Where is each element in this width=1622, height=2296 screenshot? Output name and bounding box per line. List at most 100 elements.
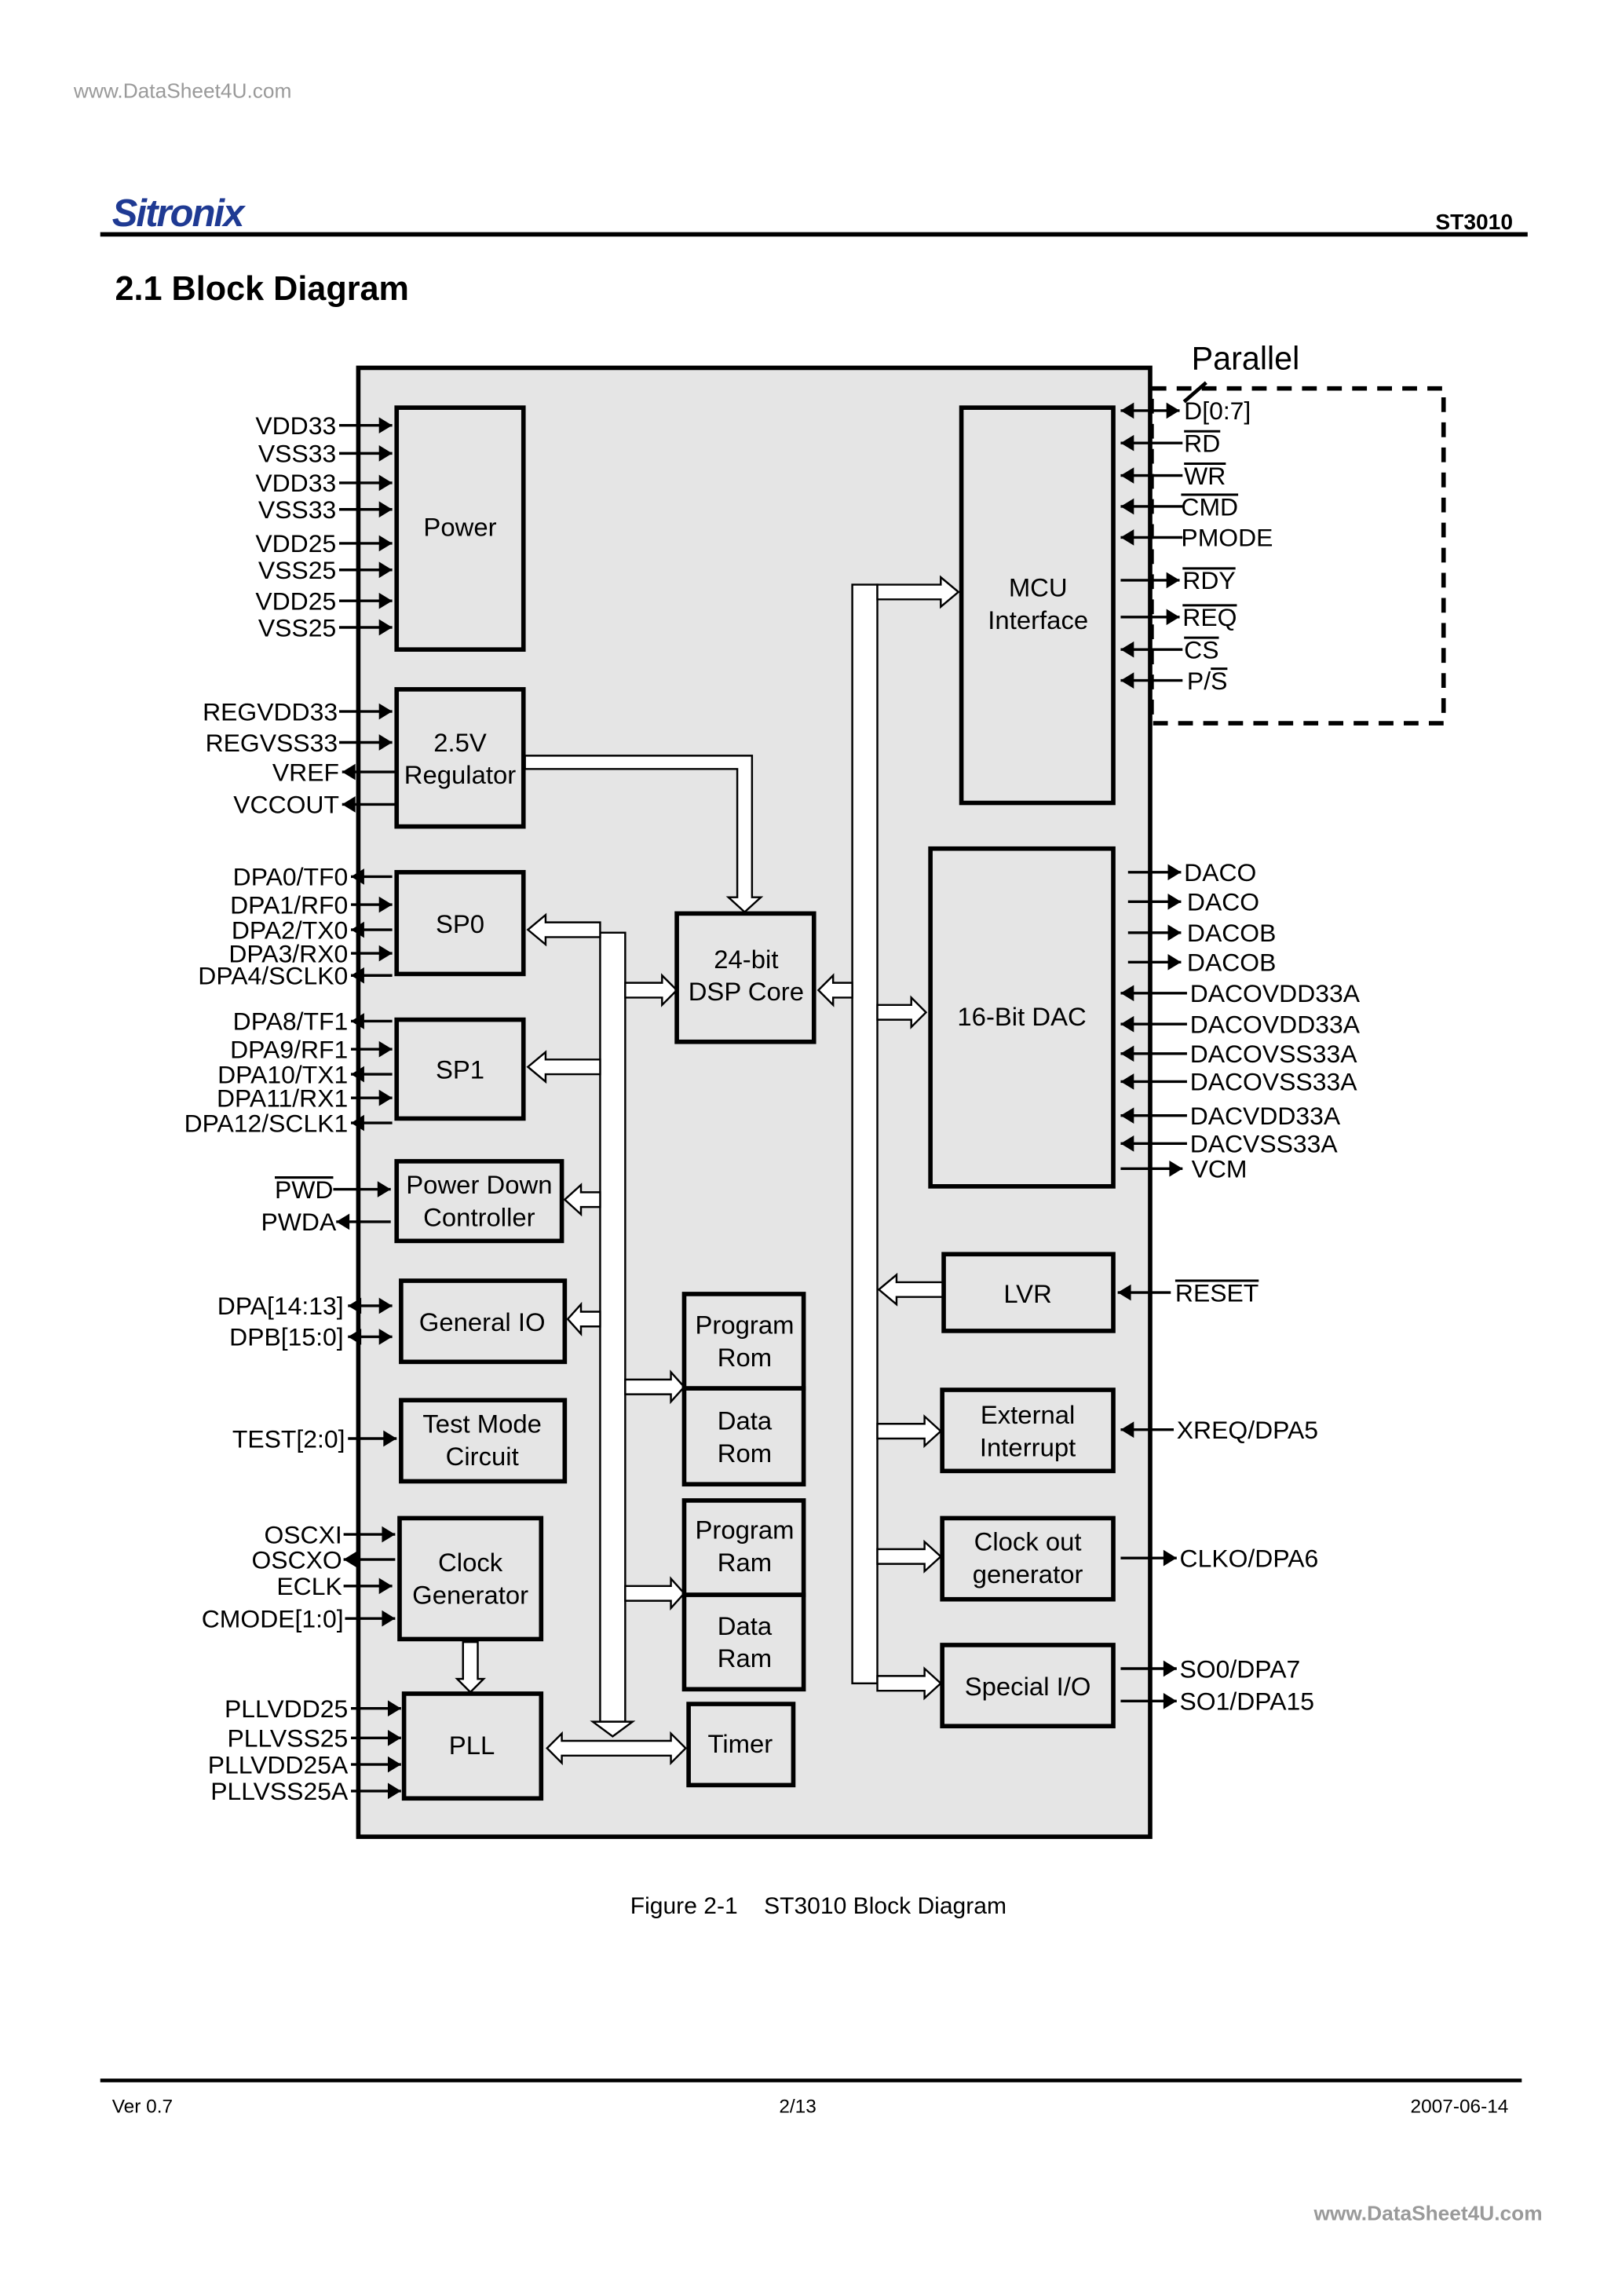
block-mcu-line2: Interface bbox=[988, 605, 1088, 634]
pin-label: REGVSS33 bbox=[206, 729, 338, 757]
pin-label: DPA1/RF0 bbox=[230, 890, 348, 919]
block-power-down-line2: Controller bbox=[423, 1203, 535, 1232]
pin-label: DPA10/TX1 bbox=[217, 1060, 348, 1088]
pin-label: VDD33 bbox=[255, 411, 336, 440]
arrow-out-icon bbox=[1166, 572, 1180, 589]
arrow-in-icon bbox=[378, 1578, 393, 1595]
pin-label: VSS33 bbox=[258, 440, 336, 468]
pin-right-22: CLKO/DPA6 bbox=[1120, 1544, 1318, 1572]
block-dsp-line2: DSP Core bbox=[689, 977, 804, 1006]
block-sp1: SP1 bbox=[394, 1017, 526, 1121]
parallel-interface-group bbox=[1149, 386, 1446, 726]
pin-label: DPB[15:0] bbox=[229, 1323, 343, 1351]
block-sp0: SP0 bbox=[394, 869, 526, 977]
arrow-in-icon bbox=[378, 896, 393, 913]
pin-label: XREQ/DPA5 bbox=[1177, 1416, 1318, 1444]
pin-left-27: OSCXI bbox=[264, 1520, 396, 1548]
pin-label: VSS33 bbox=[258, 495, 336, 524]
arrow-out-icon bbox=[351, 1013, 364, 1029]
pin-label: RD bbox=[1184, 429, 1220, 457]
block-program-rom-line1: Program bbox=[695, 1311, 794, 1340]
footer-rule bbox=[100, 2078, 1522, 2082]
arrow-out-icon bbox=[351, 1066, 364, 1083]
pin-right-16: DACOVSS33A bbox=[1120, 1068, 1357, 1096]
block-clock-out-line2: generator bbox=[973, 1559, 1083, 1589]
block-mcu-interface: MCU Interface bbox=[959, 405, 1116, 806]
pin-label: VREF bbox=[272, 758, 339, 786]
arrow-out-icon bbox=[351, 868, 364, 885]
pin-right-13: DACOVDD33A bbox=[1120, 979, 1361, 1007]
arrow-in-icon bbox=[378, 703, 393, 720]
arrow-out-icon bbox=[348, 1297, 362, 1314]
block-test-mode-line1: Test Mode bbox=[422, 1409, 542, 1438]
pin-right-5: RDY bbox=[1120, 566, 1236, 594]
header-rule bbox=[100, 232, 1528, 237]
pin-left-29: ECLK bbox=[276, 1572, 393, 1600]
pin-label: DPA4/SCLK0 bbox=[198, 962, 348, 990]
figure-caption: Figure 2-1 ST3010 Block Diagram bbox=[630, 1893, 1006, 1919]
bus-to-sp0 bbox=[526, 912, 601, 947]
pin-label: TEST[2:0] bbox=[232, 1424, 345, 1453]
pin-label: D[0:7] bbox=[1184, 397, 1251, 425]
pin-right-24: SO1/DPA15 bbox=[1120, 1687, 1314, 1716]
arrow-in-icon bbox=[1120, 1045, 1134, 1062]
pin-left-14: DPA2/TX0 bbox=[232, 916, 393, 944]
pin-left-23: PWDA bbox=[261, 1208, 391, 1236]
arrow-in-icon bbox=[1120, 434, 1134, 452]
pin-label: SO0/DPA7 bbox=[1180, 1654, 1301, 1683]
block-power-down: Power Down Controller bbox=[394, 1159, 564, 1244]
arrow-in-icon bbox=[1120, 1135, 1134, 1152]
block-general-io-label: General IO bbox=[419, 1307, 546, 1336]
block-program-rom: Program Rom bbox=[681, 1292, 806, 1391]
pin-label: PLLVSS25 bbox=[228, 1724, 349, 1753]
block-general-io: General IO bbox=[399, 1278, 568, 1365]
block-program-rom-line2: Rom bbox=[718, 1343, 772, 1372]
pin-label: REQ bbox=[1182, 603, 1237, 631]
block-special-io: Special I/O bbox=[940, 1643, 1116, 1729]
block-data-ram-line2: Ram bbox=[718, 1643, 772, 1673]
arrow-in-icon bbox=[378, 734, 393, 751]
arrow-in-icon bbox=[378, 945, 393, 962]
pin-left-16: DPA4/SCLK0 bbox=[198, 962, 393, 990]
arrow-in-icon bbox=[1120, 672, 1134, 689]
pin-left-7: VSS25 bbox=[258, 613, 393, 642]
bus-to-mcu bbox=[876, 575, 960, 609]
arrow-in-icon bbox=[387, 1782, 401, 1800]
pin-label: DPA8/TF1 bbox=[233, 1007, 349, 1036]
arrow-in-icon bbox=[1120, 529, 1134, 546]
pin-label: DACOVDD33A bbox=[1190, 1011, 1361, 1039]
lvr-to-bus bbox=[877, 1272, 945, 1307]
arrow-in-icon bbox=[378, 1329, 393, 1345]
arrow-out-icon bbox=[1167, 954, 1182, 971]
block-lvr-label: LVR bbox=[1003, 1279, 1051, 1308]
sitronix-logo: Sitronix bbox=[112, 192, 246, 235]
regulator-to-dsp-bus bbox=[524, 755, 764, 914]
pin-label: P/S bbox=[1187, 667, 1227, 695]
pin-label: DPA2/TX0 bbox=[232, 916, 348, 944]
pin-label: VDD33 bbox=[255, 469, 336, 497]
watermark-bottom[interactable]: www.DataSheet4U.com bbox=[1313, 2201, 1542, 2225]
pin-right-9: DACO bbox=[1127, 858, 1256, 887]
watermark-top[interactable]: www.DataSheet4U.com bbox=[73, 79, 292, 103]
pin-label: DACO bbox=[1187, 888, 1259, 916]
pin-right-3: CMD bbox=[1120, 492, 1238, 521]
arrow-out-icon bbox=[342, 763, 356, 781]
pin-left-20: DPA11/RX1 bbox=[217, 1084, 393, 1112]
right-bus bbox=[851, 583, 879, 1685]
pin-right-6: REQ bbox=[1120, 603, 1237, 631]
pin-left-4: VDD25 bbox=[255, 529, 393, 558]
pin-left-15: DPA3/RX0 bbox=[228, 939, 393, 967]
arrow-out-icon bbox=[336, 1213, 350, 1230]
pin-left-6: VDD25 bbox=[255, 587, 393, 615]
pin-right-19: VCM bbox=[1120, 1155, 1247, 1183]
pin-label: PLLVDD25 bbox=[225, 1695, 348, 1723]
pin-label: DPA9/RF1 bbox=[230, 1035, 348, 1063]
pin-label: RDY bbox=[1182, 566, 1235, 594]
arrow-in-icon bbox=[1120, 1073, 1134, 1090]
pin-left-34: PLLVSS25A bbox=[210, 1777, 401, 1805]
arrow-in-icon bbox=[1120, 467, 1134, 484]
pin-label: CS bbox=[1184, 635, 1218, 664]
pin-left-19: DPA10/TX1 bbox=[217, 1060, 393, 1088]
bus-to-ram bbox=[624, 1576, 686, 1611]
bus-to-dac bbox=[876, 995, 928, 1029]
